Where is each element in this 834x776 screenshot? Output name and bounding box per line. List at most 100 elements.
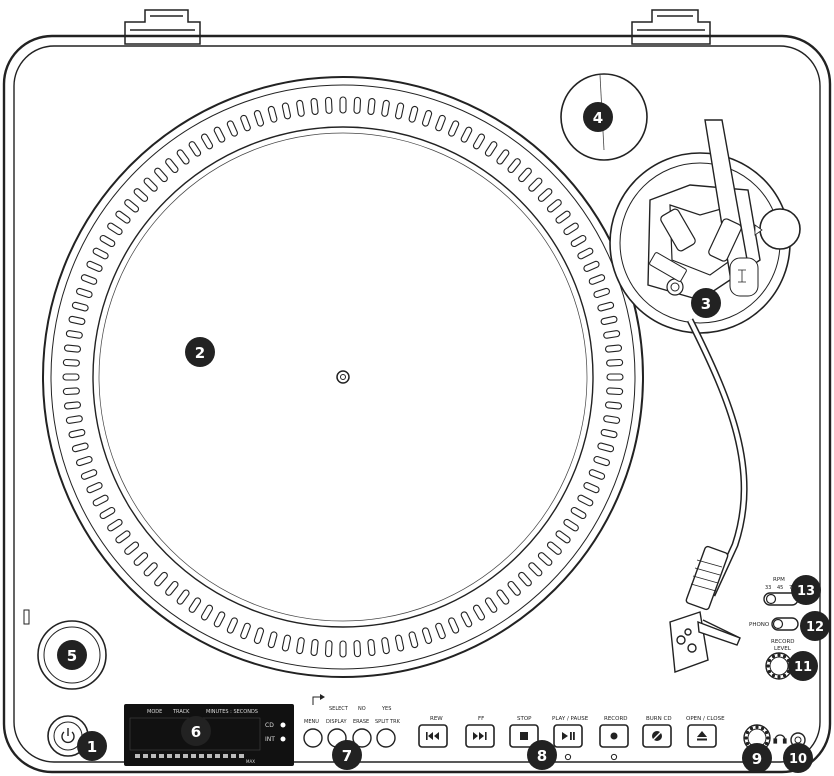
strobe-dot <box>555 210 571 224</box>
strobe-dot <box>394 102 405 120</box>
strobe-dot <box>124 199 140 213</box>
strobe-dot <box>133 188 149 202</box>
headphone-icon <box>773 734 787 744</box>
level-meter <box>135 754 244 758</box>
erase-button[interactable] <box>352 728 372 748</box>
strobe-dot <box>603 415 621 424</box>
callout-7: 7 <box>332 740 362 770</box>
rpm-label: RPM <box>773 577 785 583</box>
meter-segment <box>191 754 196 758</box>
stop-label: STOP <box>517 716 532 722</box>
ff-button[interactable] <box>465 724 495 748</box>
strobe-dot <box>546 541 562 555</box>
strobe-dot <box>176 149 190 165</box>
strobe-dot <box>339 96 347 114</box>
knob-grip <box>767 669 772 674</box>
play-pause-button[interactable] <box>553 724 583 748</box>
svg-text:4: 4 <box>593 109 603 127</box>
meter-segment <box>223 754 228 758</box>
split-trk-button[interactable] <box>376 728 396 748</box>
rpm-45-label: 45 <box>777 585 783 591</box>
strobe-dot <box>435 622 446 640</box>
callout-1: 1 <box>77 731 107 761</box>
strobe-dot <box>115 530 131 544</box>
open-close-button[interactable] <box>687 724 717 748</box>
strobe-dot <box>577 247 594 260</box>
strobe-dot <box>92 494 109 507</box>
lcd-int-label: INT <box>265 736 275 743</box>
strobe-dot <box>281 634 292 652</box>
strobe-dot <box>583 260 600 272</box>
strobe-dot <box>99 234 116 248</box>
callout-10: 10 <box>783 743 813 773</box>
strobe-dot <box>381 99 390 117</box>
strobe-dot <box>86 260 103 272</box>
strobe-dot <box>63 401 82 410</box>
callout-11: 11 <box>788 651 818 681</box>
strobe-dot <box>165 580 179 596</box>
strobe-dot <box>68 428 86 439</box>
menu-label: MENU <box>304 719 319 725</box>
svg-text:2: 2 <box>195 344 205 362</box>
strobe-dot <box>176 589 190 605</box>
strobe-dot <box>507 580 521 596</box>
hinge-right <box>631 9 711 45</box>
open-close-label: OPEN / CLOSE <box>686 716 725 722</box>
rew-label: REW <box>430 716 443 722</box>
knob-grip <box>755 725 759 729</box>
no-label: NO <box>358 706 366 712</box>
strobe-dot <box>606 373 624 381</box>
strobe-dot <box>62 387 80 396</box>
tonearm <box>685 318 748 611</box>
strobe-dot <box>80 469 98 480</box>
strobe-dot <box>606 358 624 367</box>
svg-text:13: 13 <box>797 584 815 599</box>
rew-button[interactable] <box>418 724 448 748</box>
strobe-dot <box>133 552 149 566</box>
strobe-dot <box>213 611 226 628</box>
transport-buttons: REW FF STOP PLAY / PAUSE RECORD BURN CD … <box>418 716 725 761</box>
rpm-switch[interactable] <box>763 592 799 606</box>
svg-text:6: 6 <box>191 723 201 741</box>
strobe-dot <box>296 99 305 117</box>
phono-label: PHONO <box>749 622 770 628</box>
strobe-dot <box>99 506 116 520</box>
strobe-dot <box>226 617 238 634</box>
strobe-dot <box>80 274 98 285</box>
callout-9: 9 <box>742 743 772 773</box>
stop-button[interactable] <box>509 724 539 748</box>
strobe-dot <box>188 141 202 157</box>
phono-switch[interactable] <box>771 617 799 631</box>
strobe-dot <box>324 96 333 114</box>
knob-grip <box>764 730 769 735</box>
menu-button[interactable] <box>303 728 323 748</box>
strobe-dot <box>296 637 305 655</box>
hinge-left <box>124 9 201 45</box>
callout-6: 6 <box>181 716 211 746</box>
strobe-dot <box>62 373 80 381</box>
strobe-dot <box>448 617 460 634</box>
strobe-dot <box>563 518 579 532</box>
callout-2: 2 <box>185 337 215 367</box>
record-button[interactable] <box>599 724 629 748</box>
meter-segment <box>207 754 212 758</box>
strobe-dot <box>472 133 486 150</box>
lcd-time-label: MINUTES : SECONDS <box>206 709 258 715</box>
lcd-cd-label: CD <box>265 722 274 729</box>
strobe-dot <box>593 455 610 467</box>
knob-grip <box>760 726 765 731</box>
strobe-dot <box>339 640 347 658</box>
strobe-dot <box>76 287 93 299</box>
svg-text:8: 8 <box>537 747 547 765</box>
strobe-dot <box>448 120 460 137</box>
strobe-dot <box>570 234 587 248</box>
platter <box>42 76 644 678</box>
burn-cd-button[interactable] <box>642 724 672 748</box>
callout-12: 12 <box>800 611 830 641</box>
strobe-dot <box>600 315 618 326</box>
lcd-track-label: TRACK <box>172 709 190 715</box>
strobe-dot <box>518 571 532 587</box>
meter-segment <box>175 754 180 758</box>
strobe-dot <box>496 149 510 165</box>
power-icon <box>61 728 75 744</box>
